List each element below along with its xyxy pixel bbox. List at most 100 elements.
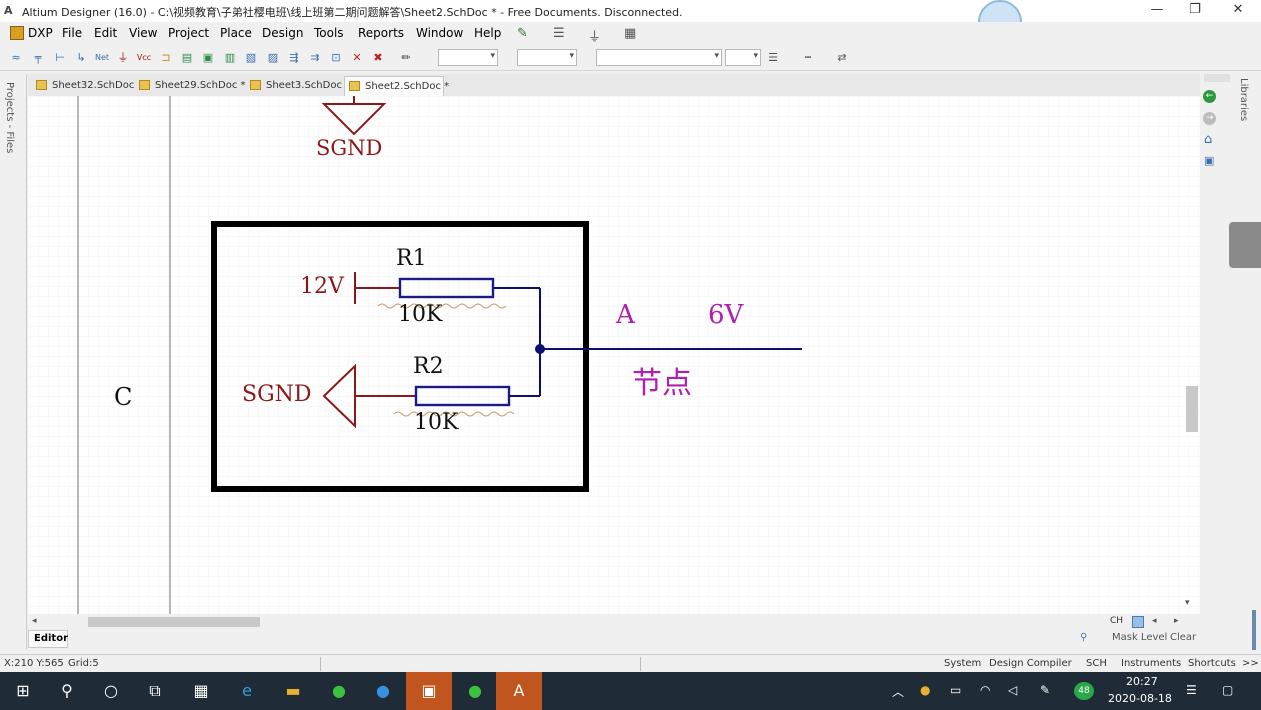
compile-mask-icon[interactable]: ✖	[373, 51, 383, 64]
dashes-icon[interactable]: ┅	[804, 51, 812, 64]
minimize-button[interactable]: —	[1150, 2, 1164, 17]
horizontal-scrollbar[interactable]: ◂ CH ◂ ▸	[28, 614, 1200, 630]
wechat-icon[interactable]: ●	[468, 681, 482, 700]
net-label-icon[interactable]: Net	[94, 53, 110, 62]
vertical-scroll-thumb[interactable]	[1186, 386, 1198, 432]
volume-icon[interactable]: ◁	[1008, 683, 1018, 697]
selection-combo[interactable]: ▾	[517, 49, 577, 66]
action-center-icon[interactable]: ▢	[1222, 683, 1234, 697]
device-sheet-icon[interactable]: ▥	[224, 51, 236, 64]
tray-badge[interactable]: 48	[1074, 682, 1094, 700]
tab-sheet3[interactable]: Sheet3.SchDoc	[246, 76, 342, 96]
filter-combo[interactable]: ▾	[438, 49, 498, 66]
floating-widget-icon[interactable]	[1229, 222, 1261, 268]
task-view-icon[interactable]: ⧉	[149, 681, 161, 700]
calculator-icon[interactable]: ▦	[193, 681, 209, 700]
mask-toggle-icon[interactable]	[1132, 616, 1144, 628]
mask-level-button[interactable]: Mask Level	[1112, 632, 1168, 643]
status-more-button[interactable]: >>	[1242, 658, 1259, 669]
menu-edit[interactable]: Edit	[94, 26, 118, 40]
no-erc-icon[interactable]: ✕	[352, 51, 362, 64]
scroll-down-icon[interactable]: ▾	[1185, 598, 1190, 608]
status-sch-button[interactable]: SCH	[1086, 658, 1107, 669]
projects-panel-tab[interactable]: Projects - Files	[4, 82, 15, 154]
menu-window[interactable]: Window	[416, 26, 464, 40]
align-icon[interactable]: ☰	[553, 26, 565, 41]
menu-place[interactable]: Place	[220, 26, 252, 40]
highlight-frame	[211, 221, 589, 492]
filter-icon[interactable]: ⚲	[1080, 632, 1088, 643]
taskbar-app-recorder[interactable]: ▣	[406, 672, 452, 710]
part-icon[interactable]: ⊐	[161, 51, 171, 64]
app-blue-icon[interactable]: ●	[376, 681, 390, 700]
pen-icon[interactable]: ✎	[1040, 683, 1051, 697]
scope-combo[interactable]: ▾	[596, 49, 722, 66]
scroll-left-icon[interactable]: ◂	[32, 616, 37, 626]
cortana-icon[interactable]: ○	[104, 681, 118, 700]
menu-dxp[interactable]: DXP	[28, 26, 53, 40]
zoom-combo[interactable]: ▾	[725, 49, 761, 66]
list-icon[interactable]: ☰	[768, 51, 778, 64]
menu-view[interactable]: View	[129, 26, 158, 40]
notification-icon[interactable]: ☰	[1186, 683, 1197, 697]
schdoc-icon	[349, 81, 360, 91]
power-icon[interactable]: ⏚	[588, 30, 602, 45]
menu-project[interactable]: Project	[168, 26, 210, 40]
offsheet-icon[interactable]: ⇉	[310, 51, 320, 64]
harness-entry-icon[interactable]: ▨	[267, 51, 279, 64]
mask-left-icon[interactable]: ◂	[1152, 616, 1157, 626]
dxp-icon	[10, 26, 24, 40]
schematic-canvas[interactable]: C SGND 12V R1 10K SGND R2 10K A 6V 节点	[28, 96, 1200, 614]
edge-browser-icon[interactable]: e	[242, 681, 252, 700]
wiring-tool-icon[interactable]: ✎	[517, 26, 528, 41]
menu-file[interactable]: File	[62, 26, 83, 40]
editor-tab[interactable]: Editor	[28, 630, 68, 648]
left-panel-strip[interactable]: Projects - Files	[0, 74, 27, 649]
wire-icon[interactable]: ≈	[11, 51, 21, 64]
navigate-back-icon[interactable]: ←	[1203, 90, 1216, 103]
maximize-button[interactable]: ❐	[1189, 2, 1201, 17]
harness-connector-icon[interactable]: ▧	[245, 51, 257, 64]
grid-icon[interactable]: ▦	[624, 26, 637, 41]
port-icon[interactable]: ⇶	[289, 51, 299, 64]
vcc-icon[interactable]: Vcc	[136, 53, 152, 62]
page-icon[interactable]: ▣	[1204, 154, 1215, 167]
search-icon[interactable]: ⚲	[61, 681, 73, 700]
drawing-tools-icon[interactable]: ✏	[401, 51, 411, 64]
tab-sheet2[interactable]: Sheet2.SchDoc *	[344, 76, 449, 96]
libraries-panel-tab[interactable]: Libraries	[1238, 78, 1249, 122]
home-icon[interactable]: ⌂	[1204, 132, 1213, 147]
directive-icon[interactable]: ⊡	[331, 51, 341, 64]
sheet-entry-icon[interactable]: ▣	[202, 51, 214, 64]
windows-start-icon[interactable]: ⊞	[16, 681, 30, 700]
tab-sheet29[interactable]: Sheet29.SchDoc *	[135, 76, 246, 96]
status-instruments-button[interactable]: Instruments	[1121, 658, 1182, 669]
horizontal-scroll-thumb[interactable]	[88, 617, 260, 627]
menu-help[interactable]: Help	[474, 26, 502, 40]
tab-sheet32[interactable]: Sheet32.SchDoc	[32, 76, 134, 96]
battery-icon[interactable]: ▭	[950, 683, 962, 697]
tray-app-icon[interactable]: ●	[920, 683, 931, 697]
wifi-icon[interactable]: ◠	[980, 683, 991, 697]
close-button[interactable]: ✕	[1232, 2, 1244, 17]
swap-icon[interactable]: ⇄	[837, 51, 847, 64]
side-slider[interactable]	[1252, 610, 1256, 650]
tray-expand-icon[interactable]: ︿	[892, 685, 905, 699]
bus-entry-icon[interactable]: ⊢	[55, 51, 65, 64]
menu-tools[interactable]: Tools	[314, 26, 344, 40]
menu-reports[interactable]: Reports	[358, 26, 405, 40]
status-shortcuts-button[interactable]: Shortcuts	[1188, 658, 1236, 669]
navigate-forward-icon[interactable]: →	[1203, 112, 1216, 125]
status-system-button[interactable]: System	[944, 658, 982, 669]
status-design-compiler-button[interactable]: Design Compiler	[989, 658, 1072, 669]
clear-button[interactable]: Clear	[1170, 632, 1197, 643]
taskbar-altium[interactable]: A	[496, 672, 542, 710]
harness-icon[interactable]: ↳	[76, 51, 86, 64]
sheet-symbol-icon[interactable]: ▤	[181, 51, 193, 64]
bus-icon[interactable]: ╤	[34, 51, 42, 64]
mask-right-icon[interactable]: ▸	[1174, 616, 1179, 626]
app-green-icon[interactable]: ●	[332, 681, 346, 700]
file-explorer-icon[interactable]: ▬	[285, 681, 301, 700]
menu-design[interactable]: Design	[262, 26, 304, 40]
gnd-icon[interactable]: ⏚	[117, 51, 129, 64]
